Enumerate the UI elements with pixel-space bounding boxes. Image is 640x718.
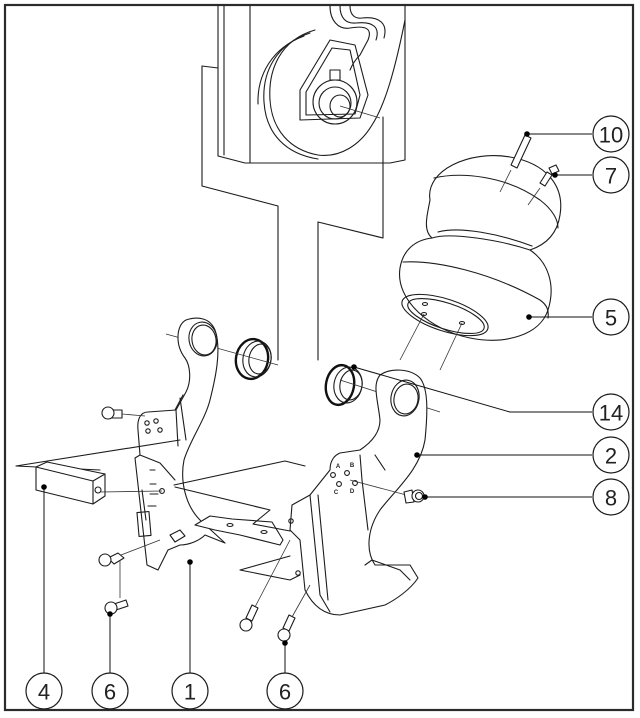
callout-label: 2 — [605, 444, 617, 469]
frame-member — [217, 5, 406, 164]
callout-label: 8 — [605, 486, 617, 511]
bushing-left — [234, 337, 272, 381]
callout-label: 1 — [184, 680, 196, 705]
callout-label: 6 — [279, 680, 291, 705]
callout-label: 14 — [599, 401, 623, 426]
hole-mark-a: A — [336, 464, 341, 470]
callout-6b: 6 — [266, 672, 304, 710]
callout-5: 5 — [592, 298, 630, 336]
callout-7: 7 — [592, 156, 630, 194]
bolt-8 — [349, 479, 425, 504]
bracket-left — [134, 317, 284, 571]
bolt-6b-right — [277, 584, 311, 642]
drawing-frame — [3, 3, 635, 712]
callout-10: 10 — [592, 115, 630, 153]
hole-mark-b: B — [350, 463, 355, 469]
spacer-block — [35, 461, 163, 505]
callout-6a: 6 — [91, 672, 129, 710]
bushing-right — [324, 363, 363, 407]
callout-label: 6 — [104, 680, 116, 705]
callout-2: 2 — [592, 436, 630, 474]
bolt-6a-upper — [98, 539, 161, 567]
callout-label: 4 — [38, 680, 50, 705]
pin — [499, 134, 532, 193]
hole-mark-c: C — [334, 490, 339, 496]
callout-8: 8 — [592, 478, 630, 516]
phantom-plane-lower — [239, 555, 301, 581]
callout-label: 5 — [605, 306, 617, 331]
callout-label: 10 — [599, 123, 623, 148]
bolt-6a-lower — [104, 560, 129, 615]
callout-4: 4 — [25, 672, 63, 710]
bolt-left-upper — [101, 406, 146, 420]
phantom-outline — [201, 65, 384, 361]
callout-1: 1 — [171, 672, 209, 710]
air-fitting — [527, 164, 560, 206]
leader-lines — [41, 131, 592, 673]
bracket-right: A B C D — [288, 369, 428, 616]
callout-14: 14 — [592, 393, 630, 431]
bolt-6b-left — [239, 539, 291, 632]
air-spring — [399, 155, 562, 371]
callout-label: 7 — [605, 164, 617, 189]
hole-mark-d: D — [350, 489, 355, 495]
